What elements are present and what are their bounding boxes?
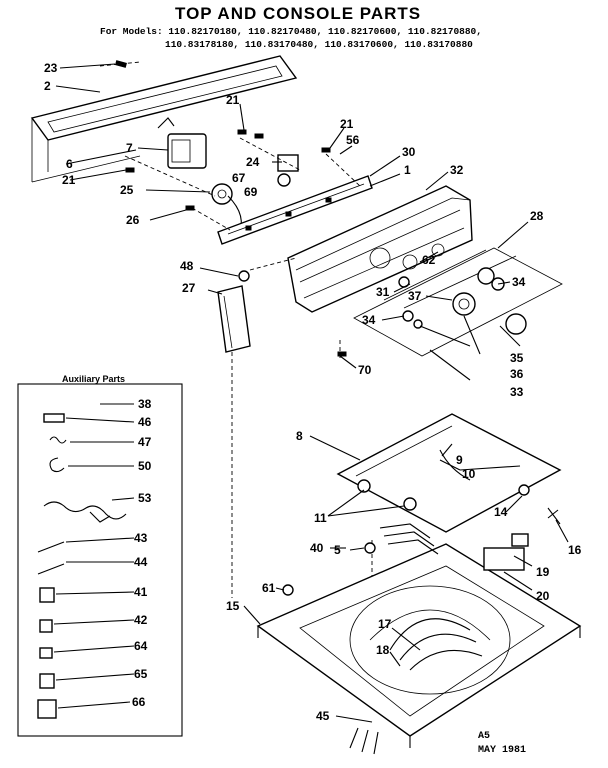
- auxiliary-parts-title: Auxiliary Parts: [62, 374, 125, 384]
- callout-65: 65: [134, 667, 148, 681]
- callout-6: 6: [66, 157, 73, 171]
- callout-31: 31: [376, 285, 390, 299]
- stamp-date: MAY 1981: [478, 745, 526, 756]
- auxiliary-parts-icons: [37, 413, 127, 719]
- callout-41: 41: [134, 585, 148, 599]
- callout-30: 30: [402, 145, 416, 159]
- models-line-1: For Models: 110.82170180, 110.82170480, …: [100, 26, 482, 37]
- timer-assembly: [157, 117, 299, 237]
- callout-14: 14: [494, 505, 508, 519]
- callout-38: 38: [138, 397, 152, 411]
- callout-11: 11: [314, 511, 327, 525]
- callout-26: 26: [126, 213, 140, 227]
- callout-34-b: 34: [362, 313, 376, 327]
- screws: [115, 60, 347, 357]
- callout-32: 32: [450, 163, 464, 177]
- callout-44: 44: [134, 555, 148, 569]
- diagram-title: TOP AND CONSOLE PARTS: [175, 4, 421, 23]
- console-panel: [287, 185, 473, 313]
- callout-62: 62: [422, 253, 436, 267]
- callout-7: 7: [126, 141, 133, 155]
- callout-2: 2: [44, 79, 51, 93]
- callout-61: 61: [262, 581, 276, 595]
- callout-43: 43: [134, 531, 148, 545]
- callout-34-a: 34: [512, 275, 526, 289]
- callout-36: 36: [510, 367, 524, 381]
- callout-64: 64: [134, 639, 148, 653]
- callout-42: 42: [134, 613, 148, 627]
- callout-28: 28: [530, 209, 544, 223]
- callout-23: 23: [44, 61, 58, 75]
- callout-21-c: 21: [62, 173, 76, 187]
- side-bracket: [217, 285, 251, 353]
- callout-35: 35: [510, 351, 524, 365]
- callout-19: 19: [536, 565, 550, 579]
- leader-lines: [53, 63, 569, 723]
- callout-33: 33: [510, 385, 524, 399]
- callout-15: 15: [226, 599, 240, 613]
- lid-switch-parts: [282, 479, 561, 755]
- callout-67: 67: [232, 171, 246, 185]
- callout-21-a: 21: [226, 93, 240, 107]
- callout-69: 69: [244, 185, 258, 199]
- callout-37: 37: [408, 289, 422, 303]
- callout-50: 50: [138, 459, 152, 473]
- auxiliary-parts-box: [17, 383, 183, 737]
- callout-47: 47: [138, 435, 152, 449]
- cabinet-top: [256, 543, 582, 748]
- stamp-code: A5: [478, 731, 490, 742]
- callout-17: 17: [378, 617, 392, 631]
- callout-56: 56: [346, 133, 360, 147]
- callout-20: 20: [536, 589, 550, 603]
- callout-labels: 23 2 21 21 56 30 1 32 6 7 24 67 69 21 25…: [44, 61, 582, 723]
- callout-9: 9: [456, 453, 463, 467]
- callout-66: 66: [132, 695, 146, 709]
- lid: [336, 413, 562, 533]
- callout-18: 18: [376, 643, 390, 657]
- callout-48: 48: [180, 259, 194, 273]
- callout-40: 40: [310, 541, 324, 555]
- callout-21-b: 21: [340, 117, 354, 131]
- callout-25: 25: [120, 183, 134, 197]
- callout-10: 10: [462, 467, 476, 481]
- callout-45: 45: [316, 709, 330, 723]
- callout-70: 70: [358, 363, 372, 377]
- callout-27: 27: [182, 281, 196, 295]
- callout-24: 24: [246, 155, 260, 169]
- callout-16: 16: [568, 543, 582, 557]
- callout-5: 5: [334, 543, 341, 557]
- console-bracket: [217, 175, 373, 245]
- callout-8: 8: [296, 429, 303, 443]
- callout-53: 53: [138, 491, 152, 505]
- callout-1: 1: [404, 163, 411, 177]
- callout-46: 46: [138, 415, 152, 429]
- knob-group: [353, 247, 563, 357]
- back-panel: [30, 55, 298, 183]
- models-line-2: 110.83178180, 110.83170480, 110.83170600…: [165, 39, 473, 50]
